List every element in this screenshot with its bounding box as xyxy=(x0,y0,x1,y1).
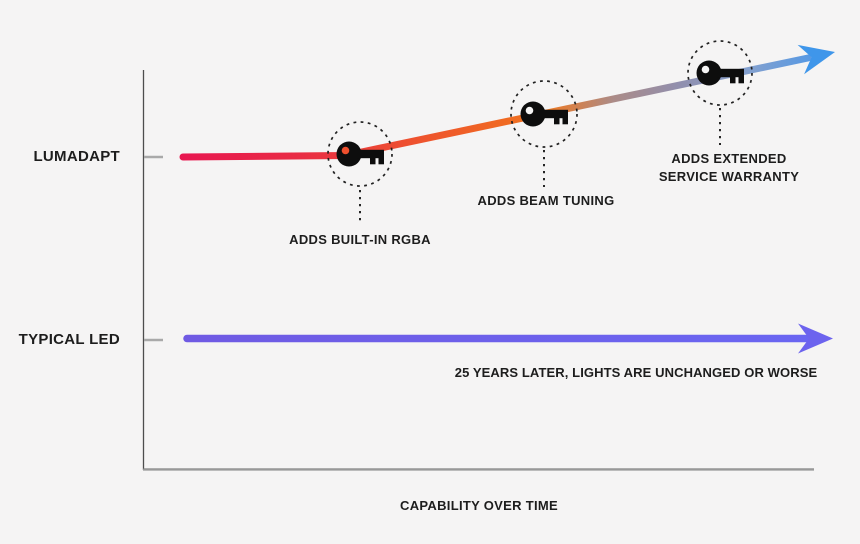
typical-led-arrowhead xyxy=(798,323,833,354)
x-axis xyxy=(143,468,814,470)
key-icon-rgba xyxy=(336,141,384,167)
key-icon-warranty xyxy=(696,60,744,86)
annotation-typical-led: 25 YEARS LATER, LIGHTS ARE UNCHANGED OR … xyxy=(454,365,818,380)
milestone-ring-beam xyxy=(510,80,578,148)
milestone-label-beam: ADDS BEAM TUNING xyxy=(477,193,615,208)
milestone-ring-rgba xyxy=(327,121,393,187)
milestone-label-warranty: ADDS EXTENDED SERVICE WARRANTY xyxy=(658,151,800,184)
key-icon-beam xyxy=(520,101,568,127)
series-label-typical-led: TYPICAL LED xyxy=(18,331,120,348)
milestone-ring-warranty xyxy=(687,40,753,106)
x-axis-shadow xyxy=(143,469,814,471)
lumadapt-arrowhead xyxy=(797,44,835,75)
series-label-lumadapt: LUMADAPT xyxy=(33,148,120,165)
milestone-label-rgba: ADDS BUILT-IN RGBA xyxy=(289,232,431,247)
x-axis-label: CAPABILITY OVER TIME xyxy=(400,498,558,513)
